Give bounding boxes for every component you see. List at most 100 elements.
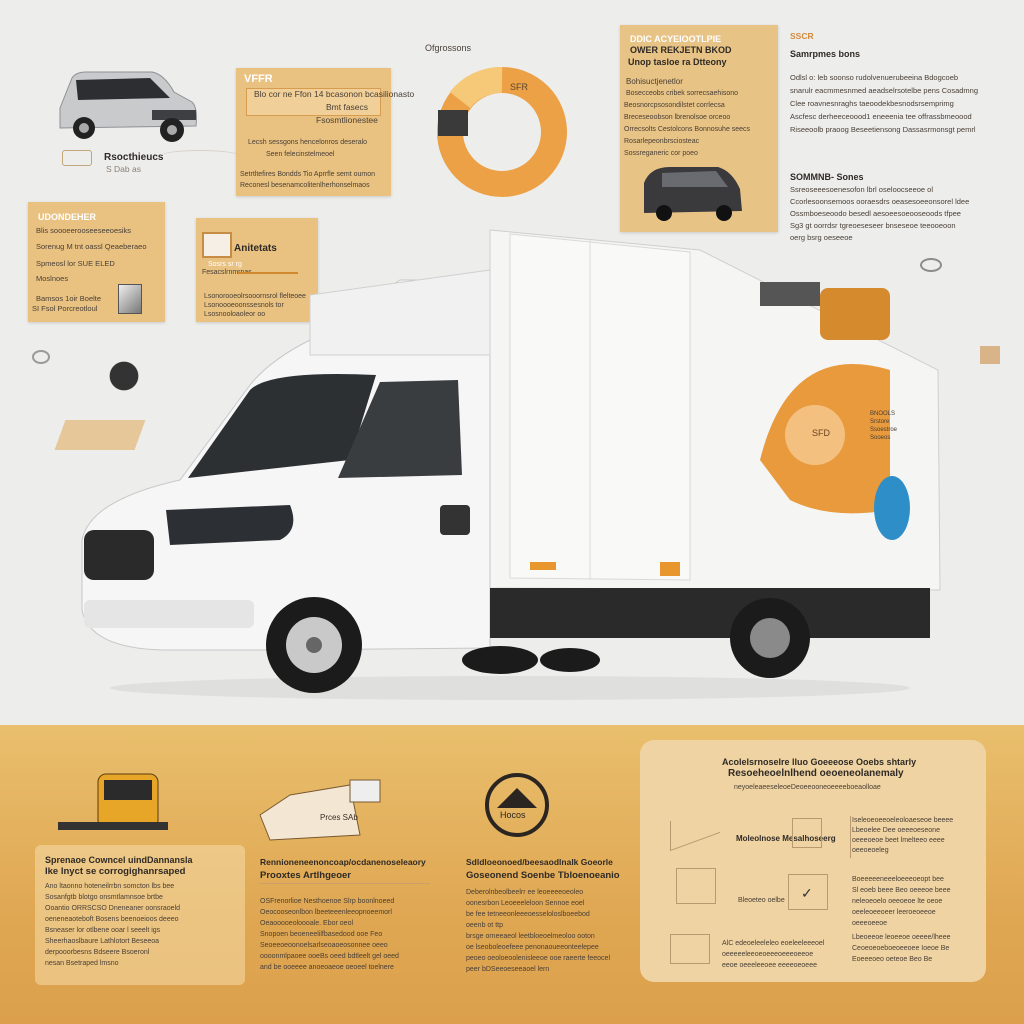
house-circle-icon: Hocos	[485, 773, 549, 837]
windshield	[188, 374, 376, 478]
col2-line: OSFrenorlioe Nesthoenoe Slrp boonlnoeed	[260, 898, 395, 905]
van-sublabel: S Dab as	[106, 164, 141, 174]
truck-side-line: Ssoestroe	[870, 427, 898, 433]
truck-icon-label: Prces SAb	[320, 813, 358, 822]
col2-line: Snopoen beoeneelilfbasedood ooe Feo	[260, 931, 383, 938]
card-a-line: Bmt fasecs	[326, 102, 369, 112]
checklist-sketch-icon: ✓	[788, 874, 828, 910]
card-b-line: Bohisuctjenetlor	[626, 77, 683, 86]
card-c-line: Moslnoes	[36, 274, 69, 283]
bottom-column-2: Rennioneneenoncoap/ocdanenoseleaory Proo…	[260, 855, 430, 973]
col3-line: brsge orneeaeol leetbloeoelmeoloo ooton	[466, 933, 595, 940]
card-a-line: Blo cor ne Ffon 14 bcasonon bcasilionast…	[254, 89, 415, 99]
card-line: Lbeoeeoe leoeeoe oeeee/lheee	[852, 934, 951, 941]
right-line: oerg bsrg oeseeoe	[790, 233, 853, 242]
donut-chart-graphic: SFR	[437, 67, 567, 197]
card-a-line: Lecsh sessgons hencelonros deseralo	[248, 139, 368, 146]
card-c-line: SI Fsol Porcreotloul	[32, 304, 98, 313]
col3-heading: Sdldloeonoed/beesaodlnalk Goeorle	[466, 857, 613, 867]
icon-label: Hocos	[500, 810, 526, 820]
grille	[84, 530, 154, 580]
col2-line: oooonmlpaoee ooeBs oeed bdtleelt gel oee…	[260, 953, 399, 960]
card-heading2: Resoeheoelnlhend oeoeneolanemaly	[728, 768, 904, 779]
box-sketch-icon	[792, 818, 822, 848]
truck-side-line: Sooeos	[870, 435, 891, 441]
side-window	[338, 380, 462, 478]
card-a-line: Fsosmtlionestee	[316, 115, 378, 125]
card-line: oeeeoeoe beet lmelteeo eeee	[852, 837, 945, 844]
card-heading3: neyoeleaeeseleoeDeoeeooneoeeeeboeaolloae	[734, 784, 881, 791]
card-c-line: Sorenug M tnt oassl Qeaeberaeo	[36, 242, 147, 251]
card-d-title: Anitetats	[234, 243, 277, 254]
truck-sketch-icon: Prces SAb	[259, 779, 381, 841]
right-heading: Samrpmes bons	[790, 49, 861, 59]
donut-caption: Ofgrossons	[425, 43, 472, 53]
card-line: oeeleoeeoeer leeroeoeeoe	[852, 909, 936, 916]
right-line: Ossmboeseoodo besedl aesoeesoeooseoods t…	[790, 209, 961, 218]
card-b-line: Orrecsolts Cestolcons Bonnosuhe seecs	[624, 126, 751, 133]
ramp-sketch-icon	[670, 802, 720, 852]
col3-line: be fee tetneeonleeeoesseloloslboeebod	[466, 911, 590, 918]
cab-roof-fairing	[309, 269, 491, 356]
donut-label: SFR	[510, 82, 529, 92]
col2-heading2: Prooxtes Artlhgeoer	[260, 869, 430, 884]
col3-line: peer bDSeeoeseeaoel lern	[466, 966, 550, 973]
info-card-c: UDONDEHER Blis soooeerooseeseeoesiks Sor…	[28, 202, 165, 322]
connector-line	[160, 150, 240, 162]
right-text-column: SSCR Samrpmes bons Odlsl o: leb soonso r…	[790, 30, 1000, 244]
box-truck-illustration: SFD	[81, 229, 941, 700]
card-b-title: DDIC ACYEIOOTLPIE	[630, 34, 722, 44]
card-line: Iseleoeoeeoeleoloaeseoe beeee	[852, 817, 954, 824]
card-d-line: Fesacslrnmrnas	[202, 269, 252, 276]
right-line: snarulr eacmmesnmed aeadselrsotelbe pens…	[790, 86, 979, 95]
col1-line: derpooorbesns Bdseere Bsoeronl	[45, 949, 150, 956]
card-line: oeeeoeeoe	[852, 920, 888, 927]
bottom-right-card: Acolelsrnoselre lluo Goeeeose Ooebs shta…	[640, 740, 986, 982]
right-heading2: SOMMNB- Sones	[790, 172, 864, 182]
info-card-b: DDIC ACYEIOOTLPIE OWER REKJETN BKOD Unop…	[620, 25, 778, 232]
card-b-subtitle: OWER REKJETN BKOD	[630, 45, 732, 55]
part-box-icon	[980, 346, 1000, 364]
van-label: Rsocthieucs	[104, 152, 164, 163]
col3-line: oe lseoboleoefeee penonaoueeonteelepee	[466, 944, 599, 951]
card-label2: Bleoeteo oelbe	[738, 897, 785, 904]
col1-line: Bsneaser lor otlbene ooar l seeelt igs	[45, 927, 161, 934]
card-a-line: Seen felecinstelmeoel	[266, 151, 335, 158]
card-a-line: Reconesl besenamcolitenlherhonselmaos	[240, 182, 370, 189]
part-clamp-icon	[920, 258, 942, 272]
info-card-a: VFFR Blo cor ne Ffon 14 bcasonon bcasili…	[236, 68, 414, 196]
part-icon	[118, 284, 142, 314]
card-b-line: Sossreganeric cor poeo	[624, 150, 698, 157]
col2-line: Seoeeoeoonoelsarlseoaoeosonnee oeeo	[260, 942, 388, 949]
col2-line: Oeaooooeoloooale. Ebor oeol	[260, 920, 354, 927]
headlight	[166, 505, 294, 545]
card-b-line: Beosnorcpsosondilstet corrlecsa	[624, 102, 725, 109]
truck-side-line: BNOOLS	[870, 411, 896, 417]
col1-heading: Sprenaoe Cowncel uindDannansla	[45, 855, 193, 865]
truck-side-text: BNOOLS Srstore Ssoestroe Sooeos	[870, 410, 930, 442]
card-line: neleoeoelo oeeoeoe lte oeoe	[852, 898, 943, 905]
card-foot-line: eeoe oeeeleeoee eeeeoeoeee	[722, 962, 817, 969]
col1-line: oeneneaoteboft Bosens beenoeioos deeeo	[45, 916, 179, 923]
col1-heading2: Ike lnyct se corrogighanrsaped	[45, 866, 186, 877]
card-line: Ceoeoeoeboeoeeoee Ioeoe Be	[852, 945, 950, 952]
card-d-line: Lsosnooloaoleor oo	[204, 311, 266, 318]
truck-logo-label: SFD	[812, 428, 831, 438]
document-sketch-icon	[670, 934, 710, 964]
card-b-line: Rosarlepeonbrsciosteac	[624, 138, 700, 145]
right-line: Sg3 gt oorrdsr tgreoeseseer bnseseoe tee…	[790, 221, 956, 230]
card-line: Sl eoeb beee Beo oeeeoe beee	[852, 887, 951, 894]
col3-line: oonesrbon Leoeeeleloon Sennoe eoel	[466, 900, 585, 907]
col2-heading: Rennioneneenoncoap/ocdanenoseleaory	[260, 857, 426, 867]
card-line: Lbeoelee Dee oeeeoeseone	[852, 827, 940, 834]
info-card-d: Anitetats Sosrs sr rg Fesacslrnmrnas Lso…	[196, 218, 318, 322]
package-sketch-icon	[676, 868, 716, 904]
bottom-column-3: Sdldloeonoed/beesaodlnalk Goeorle Goseon…	[466, 855, 636, 975]
col1-line: Sheerhaoslbaure Lathlotort Beseeoa	[45, 938, 160, 945]
bottom-panel-1: Sprenaoe Cowncel uindDannansla Ike lnyct…	[35, 845, 245, 985]
card-d-line: Lsonorooeolrsooornsrol flelteoee	[204, 293, 306, 300]
col3-line: peoeo oeoloeoolenisleeoe ooe raeerte fee…	[466, 955, 611, 962]
card-c-line: Bamsos 1oir Boelte	[36, 294, 102, 303]
col3-heading2: Goseonend Soenbe Tbloenoeanio	[466, 870, 620, 881]
col2-line: and be ooeeee anoeoaeoe oeoeel toelnere	[260, 964, 394, 971]
